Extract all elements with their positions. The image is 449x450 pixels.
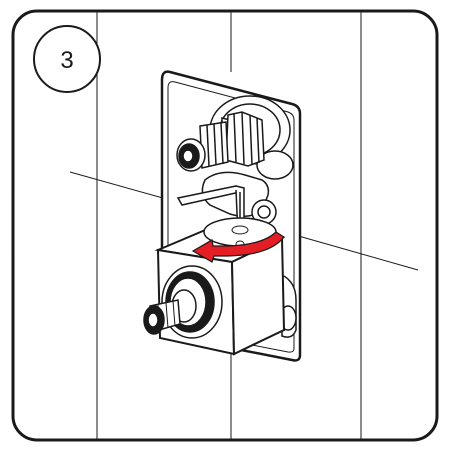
wall-plane-lines: [69, 171, 419, 271]
lower-valve-cartridge: [143, 265, 223, 339]
upper-valve-cartridge: [176, 111, 265, 172]
step-number-badge: 3: [33, 25, 101, 93]
mixer-internal-pipework: [201, 95, 297, 338]
step-number-text: 3: [60, 47, 73, 74]
wall-tile-lines: [96, 12, 362, 439]
rotate-counterclockwise-arrow-icon: [191, 231, 285, 263]
